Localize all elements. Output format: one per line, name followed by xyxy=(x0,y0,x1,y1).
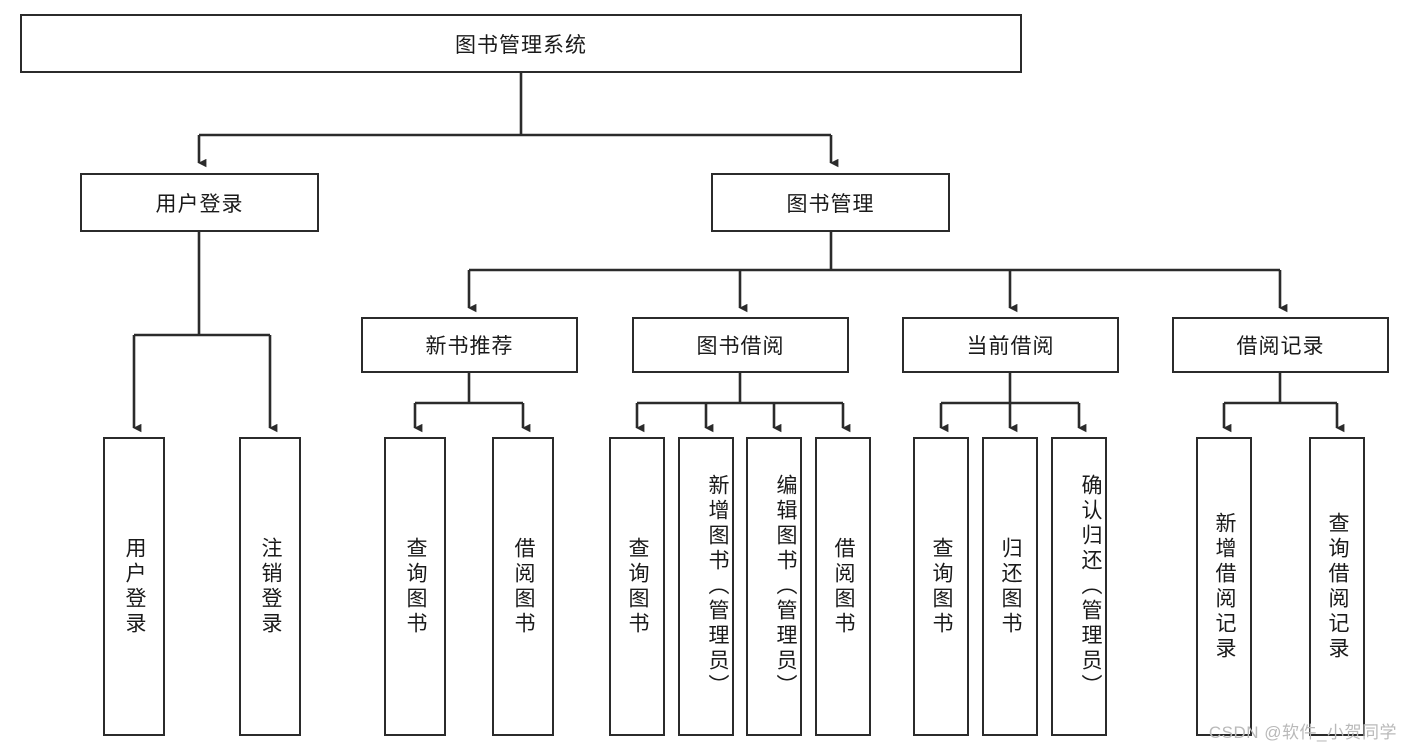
leaf-current-borrow-query-book[interactable]: 查询图书 xyxy=(913,437,969,736)
leaf-new-book-borrow-book[interactable]: 借阅图书 xyxy=(492,437,554,736)
leaf-current-borrow-confirm-return-admin[interactable]: 确认归还（管理员） xyxy=(1051,437,1107,736)
node-current-borrow[interactable]: 当前借阅 xyxy=(902,317,1119,373)
node-new-book-recommend[interactable]: 新书推荐 xyxy=(361,317,578,373)
node-root-book-management-system[interactable]: 图书管理系统 xyxy=(20,14,1022,73)
leaf-user-login-login[interactable]: 用户登录 xyxy=(103,437,165,736)
leaf-current-borrow-return-book[interactable]: 归还图书 xyxy=(982,437,1038,736)
node-book-borrow[interactable]: 图书借阅 xyxy=(632,317,849,373)
leaf-book-borrow-borrow-book[interactable]: 借阅图书 xyxy=(815,437,871,736)
leaf-book-borrow-edit-book-admin[interactable]: 编辑图书（管理员） xyxy=(746,437,802,736)
leaf-borrow-record-add-record[interactable]: 新增借阅记录 xyxy=(1196,437,1252,736)
leaf-borrow-record-query-record[interactable]: 查询借阅记录 xyxy=(1309,437,1365,736)
leaf-user-login-logout[interactable]: 注销登录 xyxy=(239,437,301,736)
leaf-book-borrow-query-book[interactable]: 查询图书 xyxy=(609,437,665,736)
node-book-management[interactable]: 图书管理 xyxy=(711,173,950,232)
node-user-login[interactable]: 用户登录 xyxy=(80,173,319,232)
node-borrow-record[interactable]: 借阅记录 xyxy=(1172,317,1389,373)
leaf-new-book-query-book[interactable]: 查询图书 xyxy=(384,437,446,736)
csdn-watermark: CSDN @软件_小贺同学 xyxy=(1208,723,1397,742)
leaf-book-borrow-add-book-admin[interactable]: 新增图书（管理员） xyxy=(678,437,734,736)
